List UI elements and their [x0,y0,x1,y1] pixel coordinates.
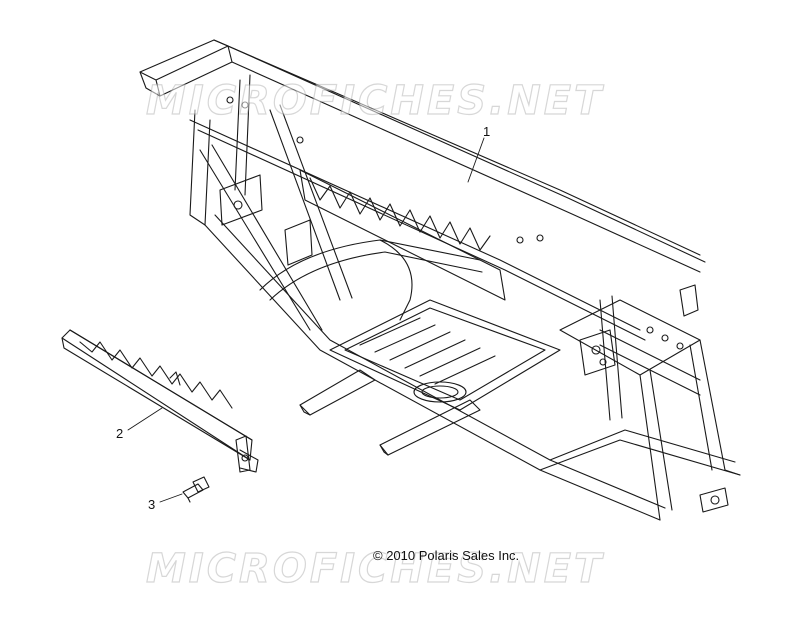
side-brace [61,329,259,473]
callout-label-1: 1 [483,124,491,139]
bolt [182,476,210,503]
watermark-top: MICROFICHES.NET [145,77,605,124]
callout-label-3: 3 [148,497,156,512]
watermark-bottom: MICROFICHES.NET [145,545,605,592]
callout-label-2: 2 [116,426,124,441]
leader-lines [127,137,485,503]
main-frame [139,39,741,521]
copyright-notice: © 2010 Polaris Sales Inc. [373,548,520,563]
